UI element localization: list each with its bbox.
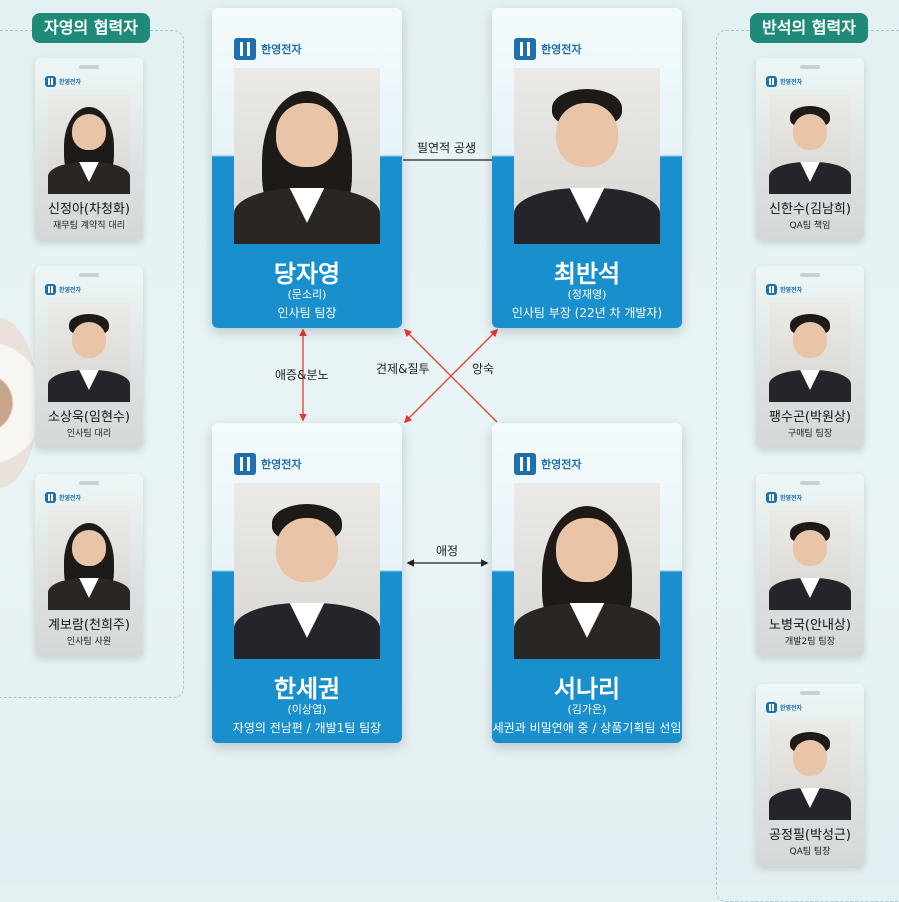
relation-bottom-label: 애정	[436, 542, 458, 559]
company-logo: 한영전자	[234, 453, 301, 475]
company-name: 한영전자	[261, 41, 301, 57]
company-logo: 한영전자	[766, 284, 802, 295]
building-icon	[766, 492, 777, 503]
company-name: 한영전자	[59, 493, 81, 502]
portrait-photo	[769, 720, 851, 820]
card-slot	[800, 481, 820, 485]
character-role: 인사팀 팀장	[212, 304, 402, 321]
building-icon	[45, 492, 56, 503]
company-logo: 한영전자	[766, 702, 802, 713]
portrait-photo	[769, 302, 851, 402]
ally-role: 개발2팀 팀장	[756, 634, 864, 647]
building-icon	[45, 284, 56, 295]
ally-name: 팽수곤(박원상)	[756, 406, 864, 425]
company-name: 한영전자	[59, 77, 81, 86]
company-name: 한영전자	[780, 77, 802, 86]
relation-left-label: 애증&분노	[275, 366, 329, 383]
actor-name: (정재영)	[492, 286, 682, 302]
building-icon	[45, 76, 56, 87]
ally-name: 노병국(안내상)	[756, 614, 864, 633]
company-name: 한영전자	[59, 285, 81, 294]
relation-cross-a-label: 견제&질투	[376, 360, 430, 377]
ally-name: 소상욱(임현수)	[35, 406, 143, 425]
character-name: 당자영	[212, 254, 402, 289]
portrait-photo	[769, 510, 851, 610]
company-logo: 한영전자	[234, 38, 301, 60]
character-name: 서나리	[492, 669, 682, 704]
actor-name: (문소리)	[212, 286, 402, 302]
ally-name: 계보람(천희주)	[35, 614, 143, 633]
company-logo: 한영전자	[514, 453, 581, 475]
portrait-photo	[48, 94, 130, 194]
actor-name: (김가은)	[492, 701, 682, 717]
building-icon	[234, 453, 256, 475]
company-name: 한영전자	[780, 493, 802, 502]
building-icon	[514, 453, 536, 475]
relation-top-label: 필연적 공생	[417, 139, 476, 156]
company-logo: 한영전자	[766, 492, 802, 503]
portrait-photo	[234, 483, 380, 659]
card-slot	[800, 65, 820, 69]
ally-name: 신한수(김남희)	[756, 198, 864, 217]
ally-role: QA팀 책임	[756, 218, 864, 231]
ally-role: 구매팀 팀장	[756, 426, 864, 439]
company-logo: 한영전자	[514, 38, 581, 60]
building-icon	[766, 284, 777, 295]
portrait-photo	[234, 68, 380, 244]
company-name: 한영전자	[780, 285, 802, 294]
portrait-photo	[769, 94, 851, 194]
portrait-photo	[48, 510, 130, 610]
ally-name: 공정필(박성근)	[756, 824, 864, 843]
character-role: 세권과 비밀연애 중 / 상품기획팀 선임	[492, 719, 682, 736]
building-icon	[766, 702, 777, 713]
relation-cross-b-label: 앙숙	[472, 360, 494, 377]
company-name: 한영전자	[780, 703, 802, 712]
company-name: 한영전자	[541, 456, 581, 472]
ally-role: 인사팀 대리	[35, 426, 143, 439]
company-logo: 한영전자	[45, 492, 81, 503]
card-slot	[800, 691, 820, 695]
company-name: 한영전자	[261, 456, 301, 472]
building-icon	[234, 38, 256, 60]
character-name: 한세권	[212, 669, 402, 704]
company-logo: 한영전자	[45, 284, 81, 295]
card-slot	[800, 273, 820, 277]
company-name: 한영전자	[541, 41, 581, 57]
character-name: 최반석	[492, 254, 682, 289]
building-icon	[514, 38, 536, 60]
character-role: 자영의 전남편 / 개발1팀 팀장	[212, 719, 402, 736]
portrait-photo	[48, 302, 130, 402]
card-slot	[79, 273, 99, 277]
portrait-photo	[514, 68, 660, 244]
character-role: 인사팀 부장 (22년 차 개발자)	[492, 304, 682, 321]
card-slot	[79, 481, 99, 485]
building-icon	[766, 76, 777, 87]
portrait-photo	[514, 483, 660, 659]
ally-role: QA팀 팀장	[756, 844, 864, 857]
ally-role: 재무팀 계약직 대리	[35, 218, 143, 231]
ally-role: 인사팀 사원	[35, 634, 143, 647]
card-slot	[79, 65, 99, 69]
actor-name: (이상엽)	[212, 701, 402, 717]
company-logo: 한영전자	[766, 76, 802, 87]
ally-name: 신정아(차청화)	[35, 198, 143, 217]
company-logo: 한영전자	[45, 76, 81, 87]
